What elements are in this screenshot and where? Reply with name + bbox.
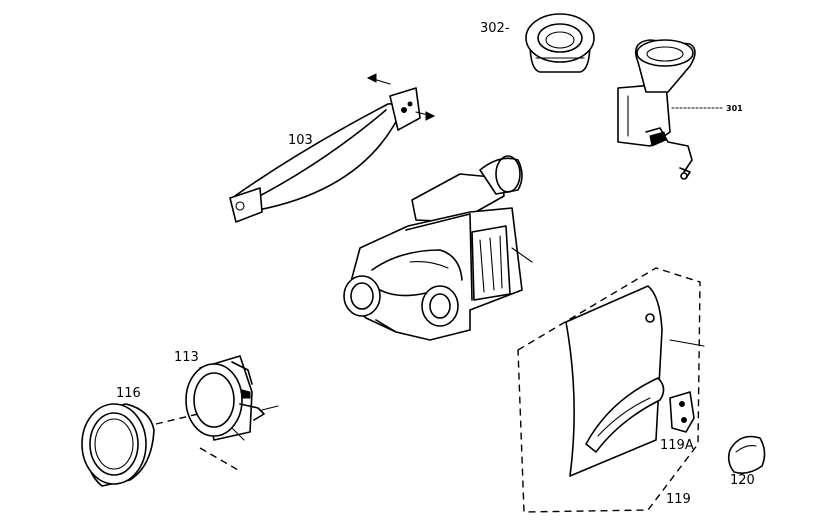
- label-301: 301: [726, 104, 743, 113]
- label-116: 116: [116, 386, 141, 401]
- label-120: 120: [730, 473, 755, 488]
- part-116-filter-ring: [81, 403, 199, 487]
- part-113-lens-mount: [185, 355, 279, 471]
- part-302-eyecup-ring: [525, 13, 595, 73]
- part-119-side-cover: [517, 267, 705, 513]
- label-119A: 119A: [660, 438, 694, 453]
- label-119: 119: [666, 492, 691, 507]
- part-103-hand-strap: [229, 73, 436, 223]
- label-113: 113: [174, 350, 199, 365]
- part-301-viewfinder: [617, 39, 723, 180]
- camcorder-body: [343, 155, 533, 341]
- label-302: 302-: [480, 21, 510, 36]
- part-120-grip-pad: [727, 435, 766, 474]
- label-103: 103: [288, 133, 313, 148]
